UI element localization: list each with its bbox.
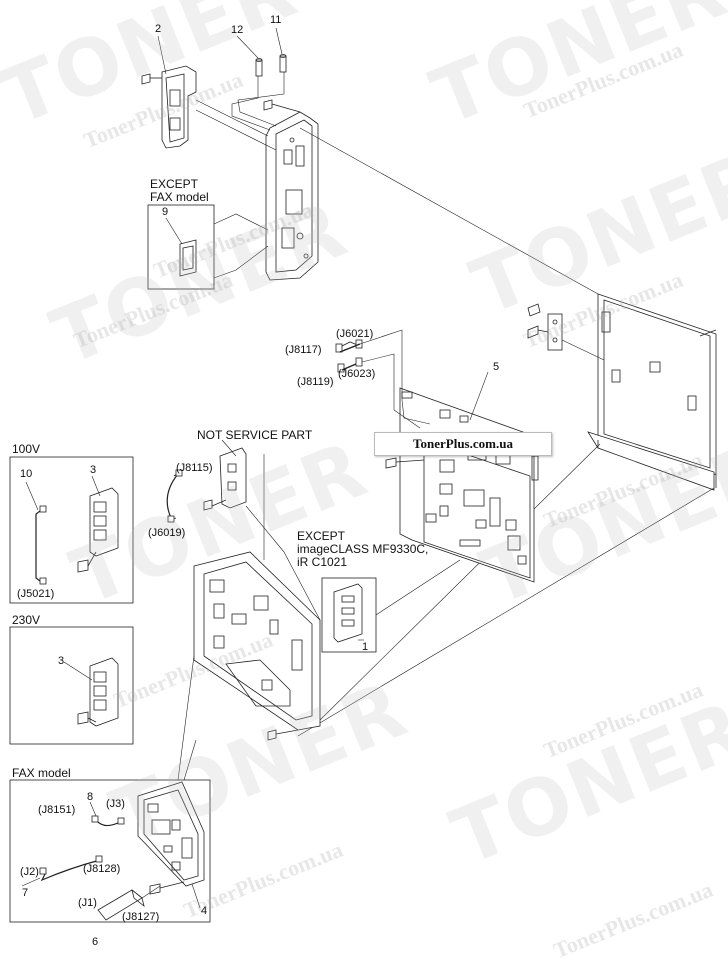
site-banner: TonerPlus.com.ua bbox=[374, 432, 552, 456]
part-number-1: 1 bbox=[362, 641, 369, 653]
note-except-fax-line2: FAX model bbox=[150, 190, 209, 204]
right-side-frame bbox=[527, 293, 717, 491]
box-230v bbox=[9, 626, 134, 745]
bracket-part-2 bbox=[141, 65, 197, 149]
part-number-3: 3 bbox=[90, 464, 97, 476]
except-mf-box bbox=[321, 577, 377, 653]
part-number-7: 7 bbox=[22, 887, 29, 899]
connector-label-j8127: (J8127) bbox=[122, 911, 160, 923]
cable-j8117-j6021 bbox=[335, 329, 431, 429]
connector-label-j6021: (J6021) bbox=[336, 328, 374, 340]
note-except-mf-line1: EXCEPT bbox=[297, 529, 346, 543]
part-number-11: 11 bbox=[270, 14, 282, 26]
connector-label-j6023: (J6023) bbox=[338, 368, 376, 380]
connector-label-j3: (J3) bbox=[106, 798, 125, 810]
not-service-part-items bbox=[166, 439, 247, 523]
part-number-6: 6 bbox=[92, 936, 99, 948]
group-label-fax-model: FAX model bbox=[12, 766, 71, 780]
pins-11-12 bbox=[255, 54, 287, 77]
note-not-service-part: NOT SERVICE PART bbox=[197, 428, 313, 442]
note-except-mf-line3: iR C1021 bbox=[297, 555, 348, 569]
part-number-5: 5 bbox=[493, 361, 500, 373]
middle-mounting-plate bbox=[193, 454, 321, 741]
connector-label-j2: (J2) bbox=[20, 866, 39, 878]
part-number-2: 2 bbox=[155, 23, 162, 35]
part-number-8: 8 bbox=[87, 791, 94, 803]
part-number-9: 9 bbox=[162, 206, 169, 218]
box-100v bbox=[9, 456, 134, 604]
part-number-10: 10 bbox=[20, 468, 33, 480]
connector-label-j8151: (J8151) bbox=[38, 804, 76, 816]
part-number-4: 4 bbox=[201, 905, 208, 917]
group-label-100v: 100V bbox=[12, 442, 41, 456]
connector-label-j6019: (J6019) bbox=[148, 527, 186, 539]
upper-mounting-plate bbox=[263, 99, 319, 281]
note-except-fax-line1: EXCEPT bbox=[150, 177, 199, 191]
connector-label-j8117: (J8117) bbox=[285, 344, 322, 356]
part-number-12: 12 bbox=[231, 24, 244, 36]
connector-label-j8115: (J8115) bbox=[176, 462, 213, 474]
note-except-mf-line2: imageCLASS MF9330C, bbox=[297, 542, 429, 556]
connector-label-j1: (J1) bbox=[78, 897, 97, 909]
connector-label-j8128: (J8128) bbox=[83, 863, 121, 875]
connector-label-j8119: (J8119) bbox=[297, 376, 334, 388]
part-number-3: 3 bbox=[58, 655, 65, 667]
box-fax-model bbox=[9, 655, 211, 923]
except-fax-box bbox=[147, 204, 269, 290]
group-label-230v: 230V bbox=[12, 613, 41, 627]
connector-label-j5021: (J5021) bbox=[17, 588, 55, 600]
